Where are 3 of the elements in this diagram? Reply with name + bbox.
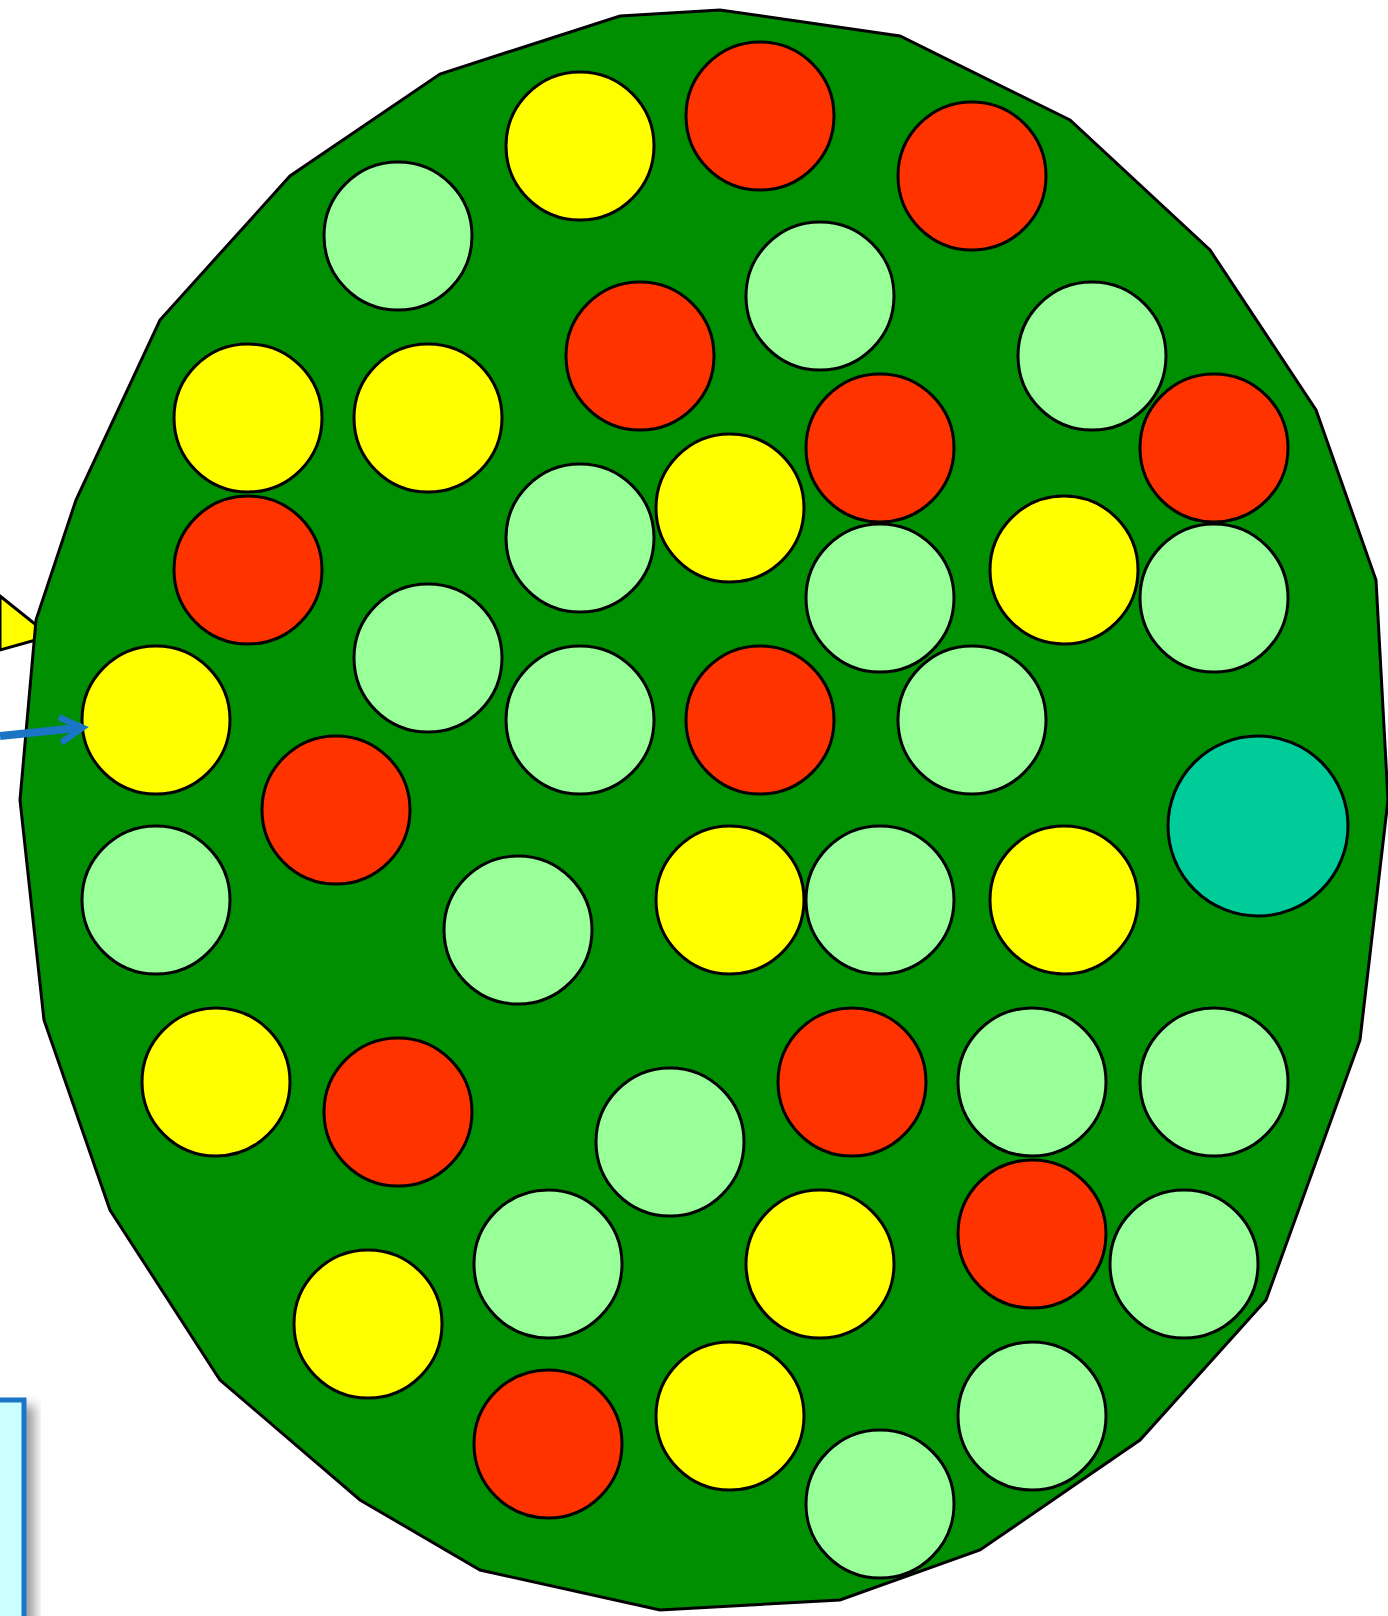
circle-shape	[80, 644, 232, 796]
arrow	[0, 713, 86, 746]
box-shape	[0, 1397, 27, 1616]
